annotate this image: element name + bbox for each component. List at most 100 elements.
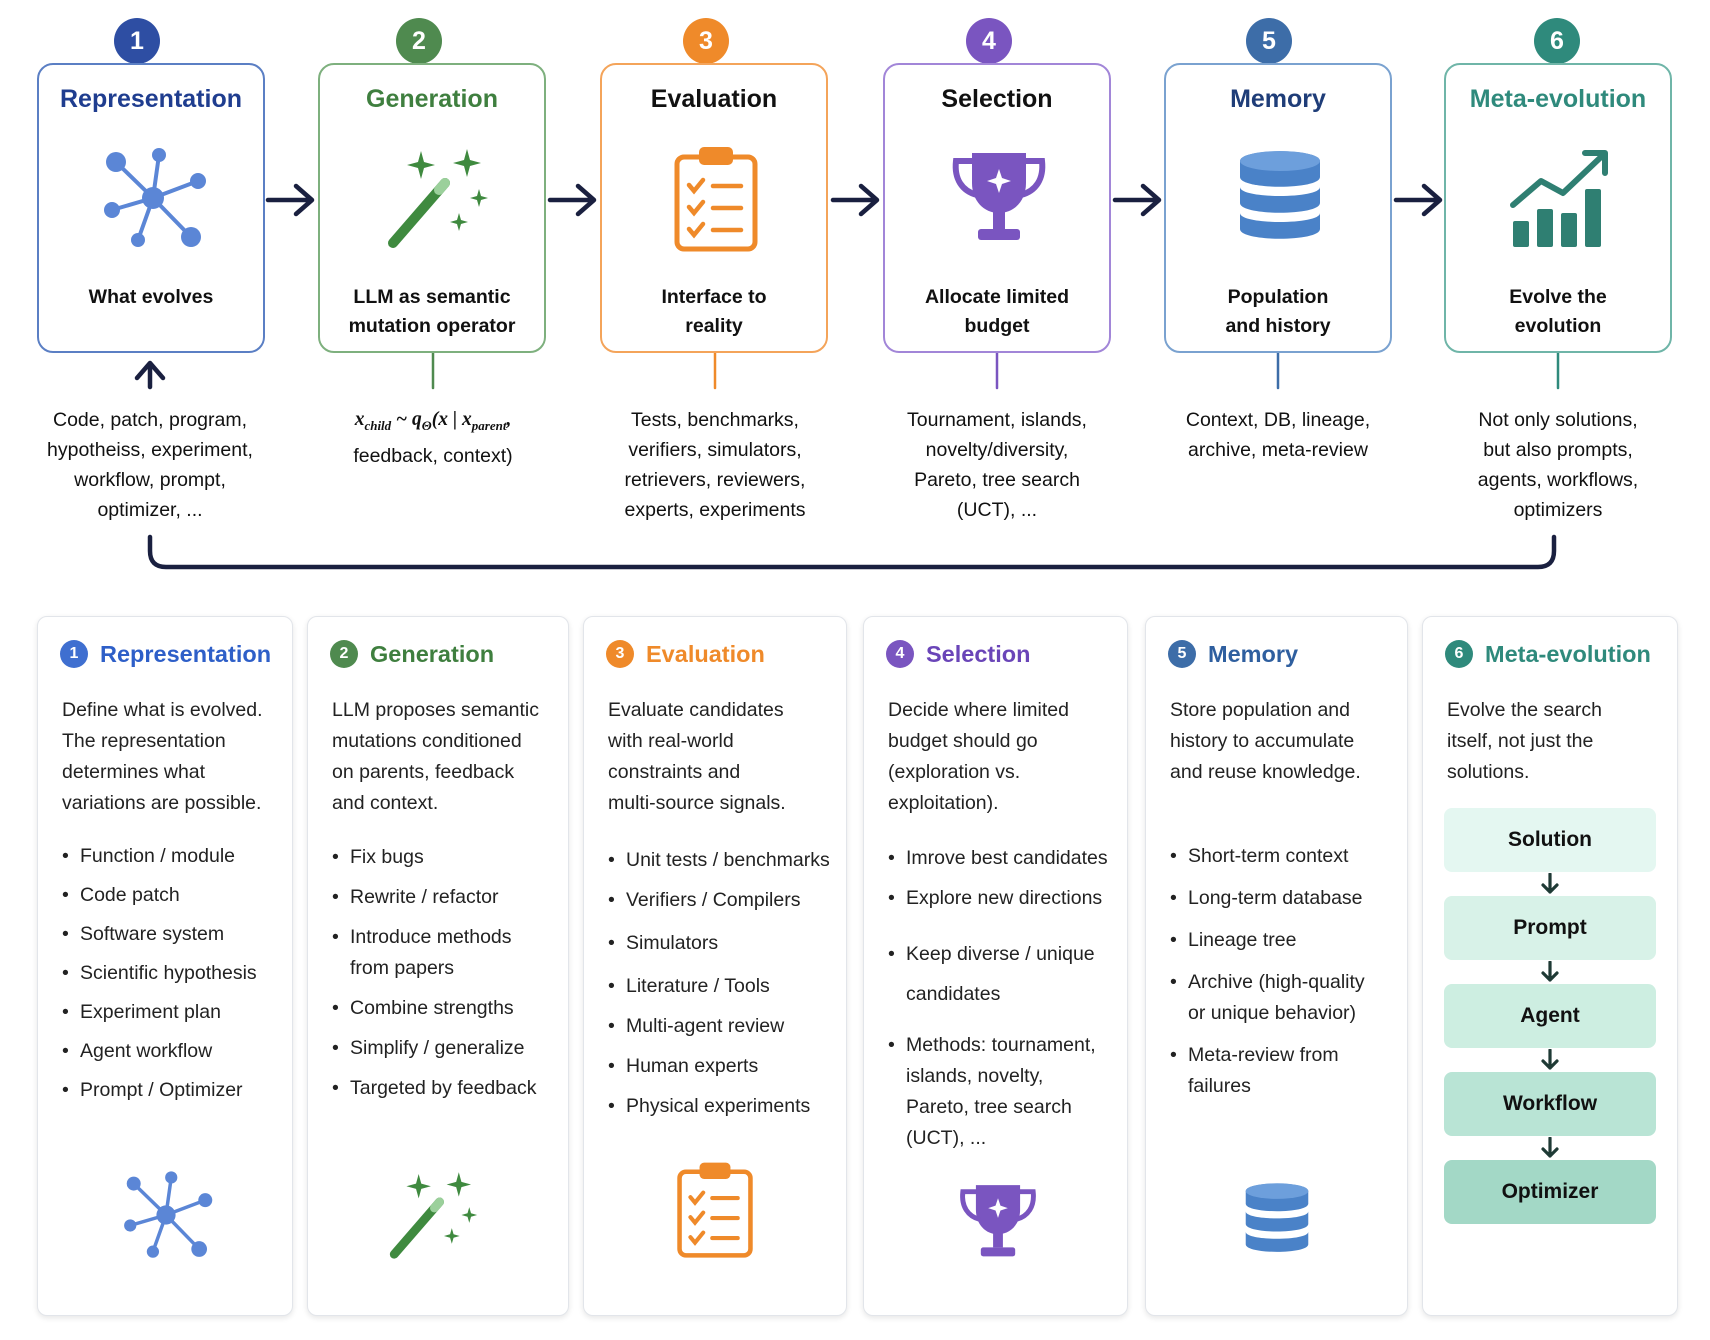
step-subtitle: What evolves <box>88 286 214 308</box>
down-arrow-icon <box>1444 1048 1656 1072</box>
card-badge: 5 <box>1168 640 1196 668</box>
network-icon <box>124 1171 213 1258</box>
flow-arrow-1 <box>265 183 315 217</box>
card-title: Generation <box>370 640 495 667</box>
meta-item-optimizer: Optimizer <box>1444 1160 1656 1224</box>
magic-wand-icon <box>389 1172 478 1259</box>
list-item: Combine strengths <box>332 993 562 1024</box>
step-examples-representation: Code, patch, program,hypotheiss, experim… <box>47 409 253 521</box>
list-item: Prompt / Optimizer <box>62 1075 286 1106</box>
card-description: Define what is evolved.The representatio… <box>62 699 263 814</box>
list-item: Imrove best candidates <box>888 843 1121 874</box>
list-item: Experiment plan <box>62 997 286 1028</box>
card-title: Meta-evolution <box>1485 640 1651 667</box>
step-box-evaluation: Evaluation Interface to reality <box>600 63 828 353</box>
step-title: Meta-evolution <box>1469 85 1647 113</box>
database-icon <box>1245 1183 1309 1252</box>
step-subtitle: LLM as semantic mutation operator <box>348 286 516 337</box>
step-title: Evaluation <box>650 85 778 113</box>
clipboard-icon <box>674 147 758 252</box>
step-badge-2: 2 <box>396 18 442 64</box>
card-list: Imrove best candidates Explore new direc… <box>888 843 1121 1154</box>
step-subtitle: Population and history <box>1225 286 1331 337</box>
trophy-icon <box>952 153 1046 240</box>
card-header: 2 Generation <box>330 640 494 668</box>
feedback-loop-line <box>147 534 1557 570</box>
step-box-selection: Selection Allocate limited budget <box>883 63 1111 353</box>
down-arrow-icon <box>1444 872 1656 896</box>
card-title: Selection <box>926 640 1031 667</box>
card-badge: 2 <box>330 640 358 668</box>
magic-wand-icon <box>388 149 488 248</box>
card-header: 3 Evaluation <box>606 640 765 668</box>
list-item: Rewrite / refactor <box>332 882 562 913</box>
step-badge-6: 6 <box>1534 18 1580 64</box>
card-header: 6 Meta-evolution <box>1445 640 1651 668</box>
list-item: Explore new directions <box>888 883 1121 914</box>
mutation-formula: xchild ~ qΘ(x | xparent, <box>354 409 512 433</box>
list-item: Methods: tournament,islands, novelty,Par… <box>888 1030 1121 1154</box>
list-item: Targeted by feedback <box>332 1073 562 1104</box>
card-badge: 3 <box>606 640 634 668</box>
step-box-memory: Memory Population and history <box>1164 63 1392 353</box>
flow-arrow-2 <box>547 183 597 217</box>
trophy-icon <box>960 1185 1036 1257</box>
card-list: Short-term context Long-term database Li… <box>1170 841 1401 1102</box>
meta-item-prompt: Prompt <box>1444 896 1656 960</box>
card-header: 1 Representation <box>60 640 271 668</box>
step-badge-4: 4 <box>966 18 1012 64</box>
down-arrow-icon <box>1444 1136 1656 1160</box>
step-subtitle: Evolve the evolution <box>1509 286 1607 337</box>
growth-chart-icon <box>1510 150 1608 247</box>
step-examples-meta-evolution: Not only solutions,but also prompts, age… <box>1477 409 1639 521</box>
step-box-meta-evolution: Meta-evolution Evolve the evolution <box>1444 63 1672 353</box>
step-subtitle: Interface to reality <box>661 286 767 337</box>
list-item: Simulators <box>608 928 840 959</box>
list-item: Code patch <box>62 880 286 911</box>
step-box-representation: Representation What evolves <box>37 63 265 353</box>
step-examples-selection: Tournament, islands,novelty/diversity, P… <box>907 409 1087 521</box>
list-item: Unit tests / benchmarks <box>608 845 840 876</box>
card-title: Memory <box>1208 640 1299 667</box>
card-title: Representation <box>100 640 272 667</box>
step-subtitle: Allocate limited budget <box>924 286 1070 337</box>
database-icon <box>1240 151 1320 239</box>
step-examples-memory: Context, DB, lineage,archive, meta-revie… <box>1185 409 1371 461</box>
list-item: Function / module <box>62 841 286 872</box>
list-item: Long-term database <box>1170 883 1401 914</box>
step-title: Memory <box>1230 85 1326 113</box>
step-badge-1: 1 <box>114 18 160 64</box>
clipboard-icon <box>677 1162 753 1258</box>
step-title: Generation <box>366 85 498 113</box>
meta-item-solution: Solution <box>1444 808 1656 872</box>
list-item: Physical experiments <box>608 1091 840 1122</box>
card-badge: 6 <box>1445 640 1473 668</box>
list-item: Scientific hypothesis <box>62 958 286 989</box>
meta-item-agent: Agent <box>1444 984 1656 1048</box>
card-list: Unit tests / benchmarks Verifiers / Comp… <box>608 845 840 1122</box>
list-item: Multi-agent review <box>608 1011 840 1042</box>
list-item: Software system <box>62 919 286 950</box>
card-list: Fix bugs Rewrite / refactor Introduce me… <box>332 842 562 1104</box>
card-title: Evaluation <box>646 640 765 667</box>
flow-arrow-3 <box>830 183 880 217</box>
card-badge: 1 <box>60 640 88 668</box>
flow-arrow-5 <box>1393 183 1443 217</box>
step-badge-3: 3 <box>683 18 729 64</box>
card-header: 5 Memory <box>1168 640 1298 668</box>
list-item: Verifiers / Compilers <box>608 885 840 916</box>
meta-evolution-stack: Solution Prompt Agent Workflow Optimizer <box>1444 808 1656 1224</box>
step-box-generation: Generation LLM as semantic mutation oper… <box>318 63 546 353</box>
step-badge-5: 5 <box>1246 18 1292 64</box>
